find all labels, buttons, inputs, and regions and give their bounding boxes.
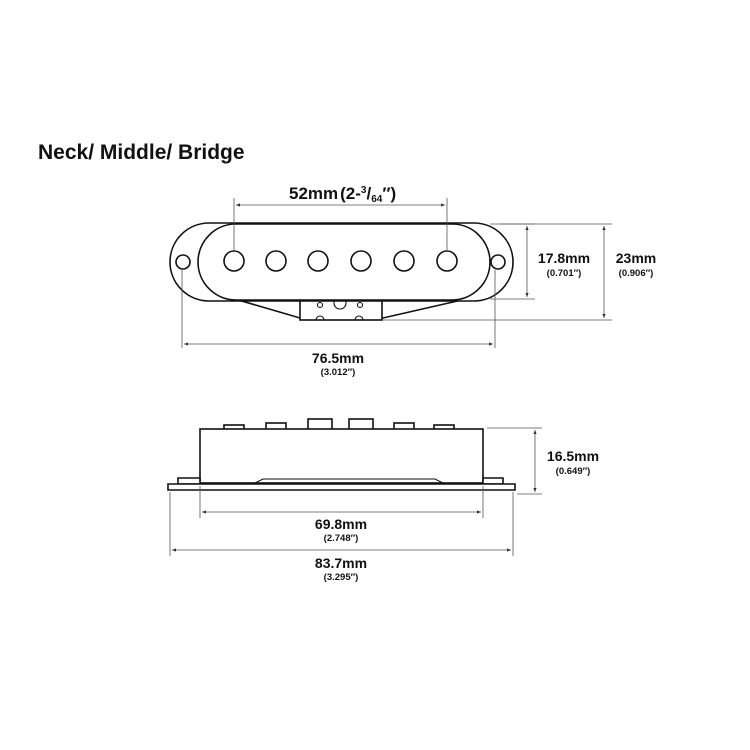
base-plate xyxy=(167,483,516,491)
coil-length-sub: (2.748″) xyxy=(324,533,359,544)
base-step xyxy=(252,478,446,485)
pole-spacing-label: 52mm(2-3/64″) xyxy=(289,184,396,205)
pickup-cover xyxy=(197,223,491,301)
right-mount-hole-icon xyxy=(490,254,506,270)
tab-hole-icon xyxy=(316,301,324,309)
tab-notch-icon xyxy=(315,315,325,321)
pole-piece-icon xyxy=(350,250,372,272)
tab-notch-icon xyxy=(354,315,364,321)
left-mount-hole-icon xyxy=(175,254,191,270)
coil-width-label: 17.8mm xyxy=(538,250,590,266)
cover-length-label: 76.5mm xyxy=(312,350,364,366)
total-width-sub: (0.906″) xyxy=(619,268,654,279)
diagram-title: Neck/ Middle/ Bridge xyxy=(38,141,245,164)
top-view-pickup xyxy=(169,222,514,321)
base-length-dimension: 83.7mm (3.295″) xyxy=(169,492,514,583)
coil-length-dimension: 69.8mm (2.748″) xyxy=(199,486,484,544)
base-length-sub: (3.295″) xyxy=(324,572,359,583)
pole-piece-icon xyxy=(223,250,245,272)
left-ear-side xyxy=(177,477,201,485)
coil-width-dimension: 17.8mm (0.701″) xyxy=(490,223,590,300)
cover-side xyxy=(199,428,484,484)
total-width-dimension: 23mm (0.906″) xyxy=(383,223,656,321)
pole-piece-icon xyxy=(393,250,415,272)
height-sub: (0.649″) xyxy=(556,466,591,477)
coil-length-label: 69.8mm xyxy=(315,516,367,532)
height-dimension: 16.5mm (0.649″) xyxy=(487,427,599,495)
right-ear-side xyxy=(482,477,504,485)
base-length-label: 83.7mm xyxy=(315,555,367,571)
cover-length-dimension: 76.5mm (3.012″) xyxy=(181,270,496,378)
cover-length-sub: (3.012″) xyxy=(321,367,356,378)
tab-hole-icon xyxy=(356,301,364,309)
pole-piece-icon xyxy=(265,250,287,272)
pole-spacing-dimension: 52mm(2-3/64″) xyxy=(233,184,448,252)
pole-piece-icon xyxy=(436,250,458,272)
pole-piece-icon xyxy=(307,250,329,272)
side-view-pickup xyxy=(167,418,516,491)
coil-width-sub: (0.701″) xyxy=(547,268,582,279)
height-label: 16.5mm xyxy=(547,448,599,464)
total-width-label: 23mm xyxy=(616,250,656,266)
